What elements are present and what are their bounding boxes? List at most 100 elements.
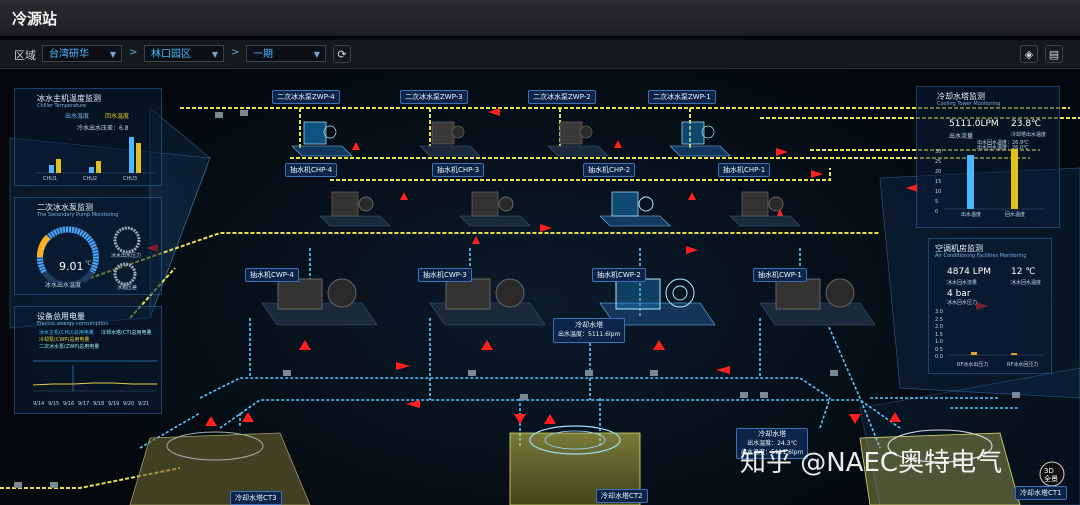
chiller-bar [56,159,61,173]
glass-structure-right-low [859,367,1080,505]
chevron-down-icon: ▼ [109,50,116,59]
energy-legend-ct: 冷却水塔(CT)总用电量 [101,330,152,336]
3d-compass-label: 3D 全景 [1044,467,1058,483]
tower-callout[interactable]: 冷却水塔 出水温度：5111.6lpm [553,318,626,343]
aircon-flow-label: 冰水回水流量 [947,280,978,286]
energy-panel: 设备总用电量 Electric energy consumption 冰水主机(… [14,306,162,414]
chiller-temp-panel: 冰水主机温度监测 Chiller Temperature 出水温度 回水温度 冷… [14,88,162,186]
aircon-bar-chart [949,352,1045,356]
tag-cwp-2[interactable]: 抽水机CWP-2 [592,268,646,282]
refresh-button[interactable]: ⟳ [333,45,351,63]
aircon-y-tick: 2.0 [935,324,943,330]
chiller-bar [96,161,101,173]
chiller-bar [89,167,94,173]
3d-view-button[interactable]: ◈ [1020,45,1038,63]
energy-x-label: 9/19 [108,401,120,407]
energy-x-label: 9/21 [138,401,150,407]
tag-zwp-4[interactable]: 二次冰水泵ZWP-4 [272,90,340,104]
chiller-pressure-note: 冷水出水压差：6.8 [77,125,129,132]
tower-callout-title: 冷却水塔 [575,321,604,329]
pressure-diff-mini-gauge [113,262,137,286]
cooling-tower-ct3 [129,431,311,505]
cat-chu2: CHU2 [83,176,98,182]
energy-legend-zwp: 二次冰水泵(ZWP)总用电量 [39,344,100,350]
tower-bar-chart [945,149,1045,210]
tag-zwp-1[interactable]: 二次冰水泵ZWP-1 [648,90,716,104]
aircon-pressure-label: 冰水回水压力 [947,300,978,306]
aircon-y-tick: 0.5 [935,346,943,353]
tag-chp-4[interactable]: 抽水机CHP-4 [285,163,338,177]
energy-line-chart [33,360,157,392]
campus-select[interactable]: 林口园区 ▼ [144,45,224,62]
secondary-pump-title: 二次冰水泵监测 [37,203,93,212]
page-title: 冷源站 [12,10,58,28]
pressure-mini-gauge [113,226,141,254]
tower-callout-line: 出水温度：5111.6lpm [558,331,621,338]
cooling-pump-row [261,278,876,326]
energy-title: 设备总用电量 [37,312,85,321]
tag-ct3[interactable]: 冷却水塔CT3 [230,491,282,505]
energy-x-label: 9/18 [93,401,105,407]
document-button[interactable]: ▤ [1045,45,1063,63]
chevron-down-icon: ▼ [313,50,320,59]
watermark-text: 知乎 @NAEC奥特电气 [740,448,1003,478]
tag-cwp-3[interactable]: 抽水机CWP-3 [418,268,472,282]
mini-gauge-1-label: 冰水出水压力 [111,253,142,259]
tower-callout-2-line1: 出水温度：24.3℃ [747,440,798,447]
tower-y-tick: 10 [935,189,942,195]
tower-flow-label: 出水流量 [949,133,974,140]
bar-supply [967,155,974,209]
tower-flow-value: 5111.0LPM [949,119,999,129]
chevron-down-icon: ▼ [211,50,218,59]
tag-cwp-1[interactable]: 抽水机CWP-1 [753,268,807,282]
tag-chp-2[interactable]: 抽水机CHP-2 [583,163,636,177]
gauge-value: 9.01 [59,260,84,273]
tag-ct2[interactable]: 冷却水塔CT2 [596,489,648,503]
cooling-tower-ct1 [859,429,1021,505]
bar-return [1011,149,1018,209]
region-label: 区域 [14,49,36,62]
campus-value: 林口园区 [151,49,191,60]
phase-value: 一期 [253,49,273,60]
chiller-temp-subtitle: Chiller Temperature [37,103,87,109]
breadcrumb-separator-icon: > [129,47,138,58]
tag-chp-3[interactable]: 抽水机CHP-3 [432,163,485,177]
tag-ct1[interactable]: 冷却水塔CT1 [1015,486,1067,500]
aircon-y-tick: 1.5 [935,331,943,338]
tag-zwp-3[interactable]: 二次冰水泵ZWP-3 [400,90,468,104]
tower-callout-2-title: 冷却水塔 [758,430,787,438]
mini-gauge-2-label: 冰箱压差 [117,285,138,291]
tower-y-tick: 20 [935,169,942,175]
document-icon: ▤ [1048,48,1060,61]
cooling-tower-panel: 冷却水塔监测 Cooling Tower Monitoring 5111.0LP… [916,86,1060,228]
cube-icon: ◈ [1024,48,1034,61]
legend-return: 回水温度 [105,113,130,120]
secondary-pump-row [291,121,731,157]
tag-zwp-2[interactable]: 二次冰水泵ZWP-2 [528,90,596,104]
tower-bar-label-supply: 出水温度 [961,212,982,218]
energy-x-label: 9/15 [48,401,60,407]
tower-callout-2[interactable]: 冷却水塔 出水温度：24.3℃ 出水温度：5111.6lpm [736,428,809,459]
phase-select[interactable]: 一期 ▼ [246,45,326,62]
aircon-temp-value: 12 ℃ [1011,267,1036,277]
aircon-x-label-2: RF冰水回压力 [1007,362,1039,368]
tower-bar-label-return: 回水温度 [1005,212,1026,218]
chiller-bar [136,143,141,173]
region-select[interactable]: 台湾研华▼ [42,45,122,62]
aircon-y-tick: 0.0 [935,354,943,360]
bar-rf-return [1011,353,1017,355]
valves [14,110,1020,488]
tower-y-tick: 5 [935,199,939,205]
cat-chu1: CHU1 [43,176,58,182]
tag-chp-1[interactable]: 抽水机CHP-1 [718,163,771,177]
tag-cwp-4[interactable]: 抽水机CWP-4 [245,268,299,282]
refresh-icon: ⟳ [337,48,347,61]
secondary-pump-subtitle: The Secondary Pump Monitoring [37,212,119,218]
aircon-x-label-1: RF冰水出压力 [957,362,989,368]
tower-back-label-2: 出水回水温度：26.0℃ [977,145,1029,151]
chiller-pump-row [319,191,801,227]
breadcrumb-separator-icon: > [231,47,240,58]
aircon-room-panel: 空调机房监测 Air Conditioning Facilities Monit… [928,238,1052,374]
secondary-pump-panel: 二次冰水泵监测 The Secondary Pump Monitoring 9.… [14,197,162,295]
